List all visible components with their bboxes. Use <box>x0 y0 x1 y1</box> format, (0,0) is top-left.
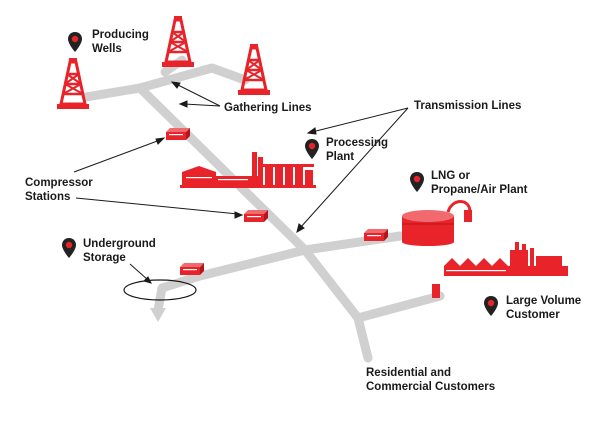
oil-derrick-icon <box>236 42 272 97</box>
label-line: Propane/Air Plant <box>431 184 528 196</box>
label-line: Processing <box>326 137 388 149</box>
main-transmission-line <box>135 83 373 363</box>
oil-derrick-icon <box>55 56 91 111</box>
storage-down-arrow <box>150 308 166 322</box>
map-pin-icon <box>484 296 498 316</box>
label-line: Underground <box>83 238 156 250</box>
compressor-station-icon <box>166 128 190 140</box>
label-residential-commercial: Residential and Commercial Customers <box>366 366 495 394</box>
label-line: Wells <box>92 43 122 55</box>
label-line: Commercial Customers <box>366 381 496 393</box>
label-compressor-stations: Compressor Stations <box>25 176 93 204</box>
label-producing-wells: Producing Wells <box>92 28 149 56</box>
label-transmission-lines: Transmission Lines <box>414 100 522 112</box>
gathering-line-left <box>81 83 145 102</box>
storage-loop-icon <box>123 279 197 301</box>
label-large-volume-customer: Large Volume Customer <box>506 294 581 322</box>
label-line: LNG or <box>431 170 470 182</box>
map-pin-icon <box>68 32 82 52</box>
factory-icon <box>432 242 568 298</box>
label-line: Large Volume <box>506 295 582 307</box>
gathering-line-right <box>135 63 250 93</box>
large-customer-line <box>353 291 445 323</box>
map-pin-icon <box>410 172 424 192</box>
label-line: Producing <box>92 29 149 41</box>
storage-branch-line <box>153 245 310 315</box>
map-pin-icon <box>305 139 319 159</box>
map-pin-icon <box>62 238 76 258</box>
compressor-station-icon <box>244 210 268 222</box>
processing-plant-icon <box>180 152 316 188</box>
label-line: Plant <box>326 151 355 163</box>
compressor-station-icon <box>364 229 388 241</box>
label-processing-plant: Processing Plant <box>326 136 388 164</box>
compressor-station-icon <box>180 263 204 275</box>
label-line: Stations <box>25 191 71 203</box>
lng-tank-icon <box>402 200 472 246</box>
label-line: Compressor <box>25 177 93 189</box>
label-underground-storage: Underground Storage <box>83 237 156 265</box>
label-gathering-lines: Gathering Lines <box>224 102 312 114</box>
label-lng-plant: LNG or Propane/Air Plant <box>431 169 528 197</box>
label-line: Storage <box>83 252 126 264</box>
label-line: Residential and <box>366 367 451 379</box>
label-line: Customer <box>506 309 560 321</box>
leader-arrows <box>73 81 409 284</box>
